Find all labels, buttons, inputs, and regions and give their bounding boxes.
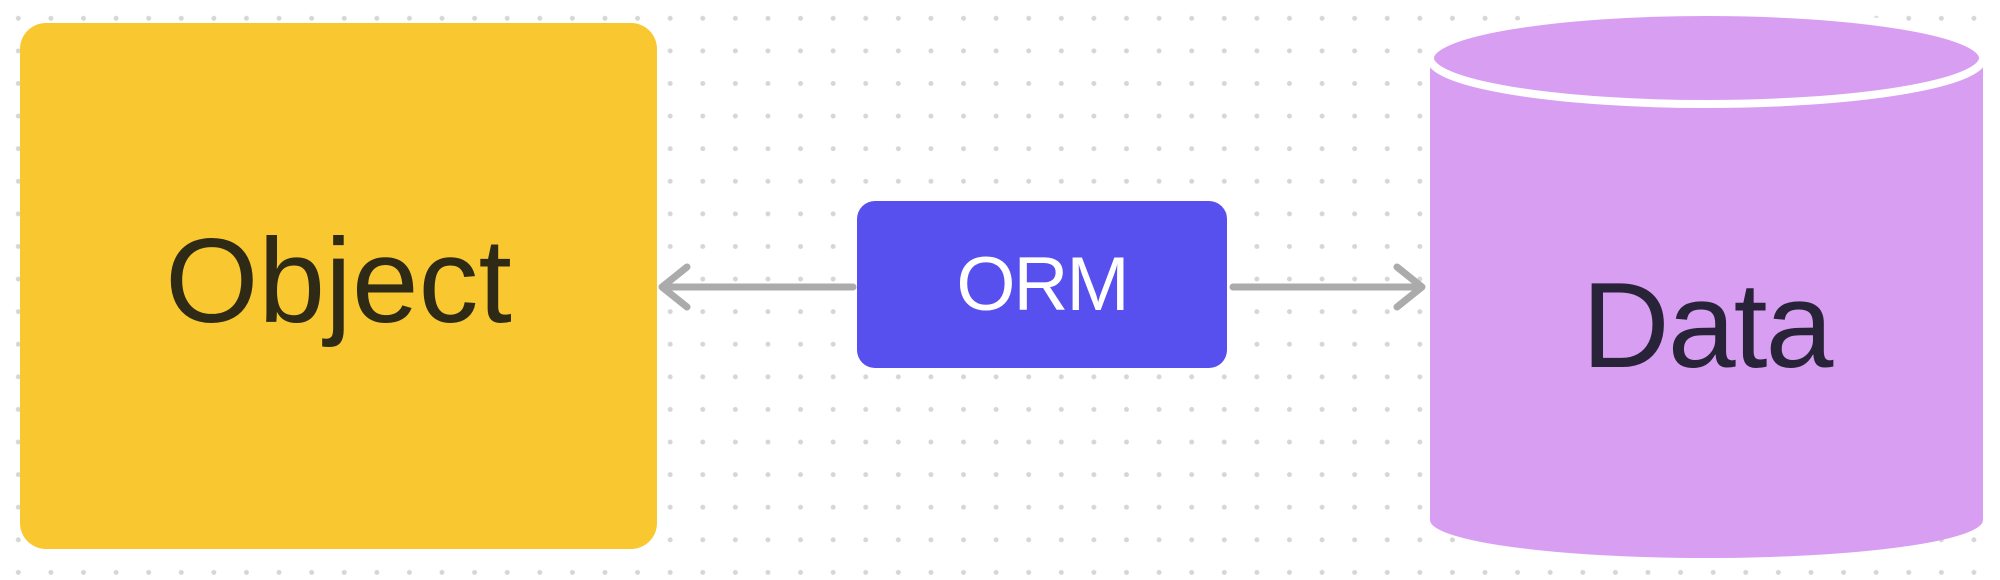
cylinder-body-shape [1430, 58, 1983, 558]
data-cylinder-node[interactable] [1430, 0, 1983, 560]
connector-orm-to-object[interactable] [654, 260, 860, 314]
arrow-left-head-icon [658, 263, 691, 311]
arrow-right-head-icon [1393, 263, 1426, 311]
cylinder-top-ellipse [1430, 8, 1983, 108]
connector-orm-to-data[interactable] [1228, 260, 1434, 314]
object-node-label: Object [165, 214, 512, 348]
object-node[interactable]: Object [20, 23, 657, 549]
orm-node[interactable]: ORM [857, 201, 1227, 368]
orm-node-label: ORM [956, 241, 1129, 327]
